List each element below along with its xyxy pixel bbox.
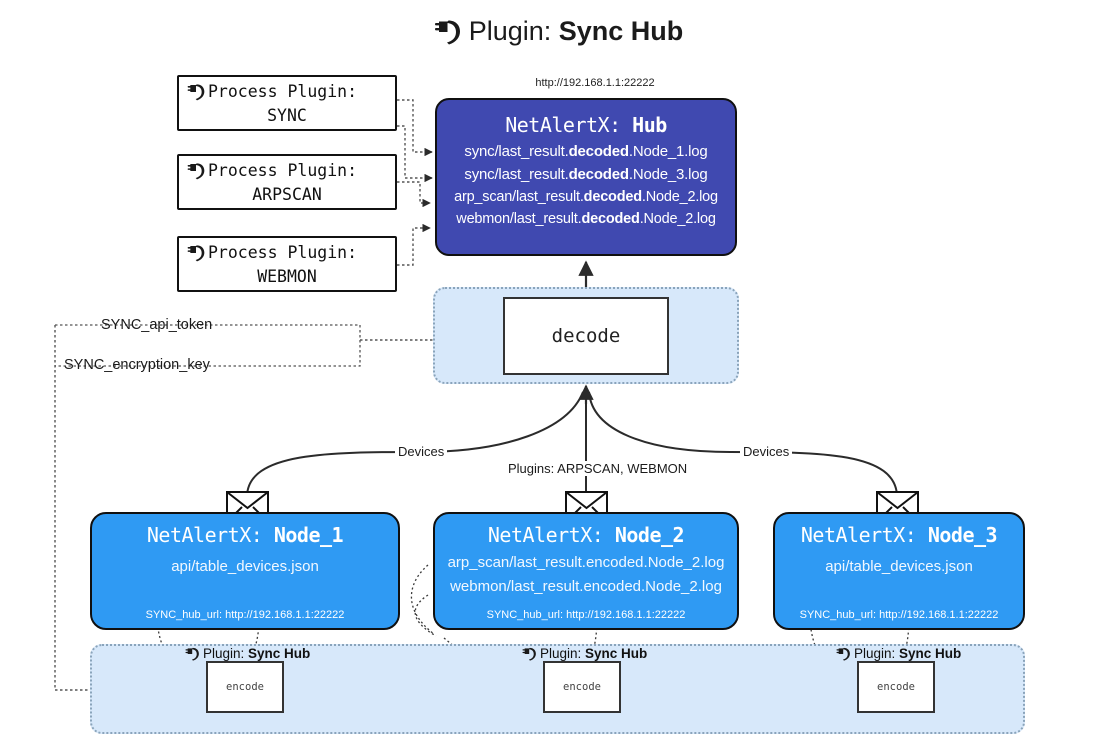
- edge-label-devices-left: Devices: [395, 444, 448, 459]
- node-box-node-1[interactable]: NetAlertX: Node_1 api/table_devices.json…: [90, 512, 400, 630]
- hub-url-label: http://192.168.1.1:22222: [535, 77, 655, 89]
- process-plugin-name: SYNC: [267, 106, 307, 125]
- plug-icon: [187, 244, 207, 266]
- hub-log-line: sync/last_result.decoded.Node_3.log: [464, 166, 708, 183]
- hub-node-title: NetAlertX: Hub: [505, 113, 667, 137]
- encoder-plugin-label: Plugin: Sync Hub: [836, 646, 961, 664]
- plug-icon: [185, 647, 201, 664]
- edge-label-devices-right: Devices: [740, 444, 793, 459]
- node-resource-line: arp_scan/last_result.encoded.Node_2.log: [447, 554, 725, 571]
- page-title-lead: Plugin:: [468, 16, 559, 46]
- node-box-node-2[interactable]: NetAlertX: Node_2 arp_scan/last_result.e…: [433, 512, 739, 630]
- node-resource-line: webmon/last_result.encoded.Node_2.log: [450, 578, 722, 595]
- hub-log-line: webmon/last_result.decoded.Node_2.log: [456, 211, 716, 227]
- plug-icon: [187, 162, 207, 184]
- sync-api-token-label: SYNC_api_token: [101, 317, 213, 333]
- process-plugin-webmon[interactable]: Process Plugin: WEBMON: [177, 236, 397, 292]
- plug-icon: [522, 647, 538, 664]
- page-title: Plugin: Sync Hub: [0, 16, 1117, 52]
- node-box-node-3[interactable]: NetAlertX: Node_3 api/table_devices.json…: [773, 512, 1025, 630]
- process-plugin-label: Process Plugin:: [179, 243, 395, 266]
- node-title: NetAlertX: Node_1: [146, 523, 344, 547]
- node-hub-url-footer: SYNC_hub_url: http://192.168.1.1:22222: [486, 609, 686, 621]
- edge-label-plugins: Plugins: ARPSCAN, WEBMON: [505, 461, 691, 476]
- node-resource-line: api/table_devices.json: [825, 558, 973, 575]
- node-hub-url-footer: SYNC_hub_url: http://192.168.1.1:22222: [799, 609, 999, 621]
- process-plugin-label: Process Plugin:: [179, 161, 395, 184]
- encoder-plugin-label: Plugin: Sync Hub: [185, 646, 310, 664]
- sync-encryption-key-label: SYNC_encryption_key: [64, 357, 210, 373]
- node-resource-line: api/table_devices.json: [171, 558, 319, 575]
- process-plugin-label: Process Plugin:: [179, 82, 395, 105]
- node-title: NetAlertX: Node_2: [487, 523, 685, 547]
- node-hub-url-footer: SYNC_hub_url: http://192.168.1.1:22222: [145, 609, 345, 621]
- hub-log-line: sync/last_result.decoded.Node_1.log: [464, 143, 708, 160]
- page-title-strong: Sync Hub: [558, 16, 684, 46]
- encode-box[interactable]: encode: [543, 661, 621, 713]
- node-title: NetAlertX: Node_3: [800, 523, 998, 547]
- process-plugin-name: WEBMON: [257, 267, 317, 286]
- decode-box[interactable]: decode: [503, 297, 669, 375]
- plug-icon: [187, 83, 207, 105]
- hub-node-box[interactable]: NetAlertX: Hub sync/last_result.decoded.…: [435, 98, 737, 256]
- encode-box[interactable]: encode: [857, 661, 935, 713]
- process-plugin-name: ARPSCAN: [252, 185, 322, 204]
- encoder-plugin-label: Plugin: Sync Hub: [522, 646, 647, 664]
- process-plugin-arpscan[interactable]: Process Plugin: ARPSCAN: [177, 154, 397, 210]
- plug-icon: [434, 19, 464, 52]
- encode-box[interactable]: encode: [206, 661, 284, 713]
- plug-icon: [836, 647, 852, 664]
- process-plugin-sync[interactable]: Process Plugin: SYNC: [177, 75, 397, 131]
- hub-log-line: arp_scan/last_result.decoded.Node_2.log: [454, 189, 718, 205]
